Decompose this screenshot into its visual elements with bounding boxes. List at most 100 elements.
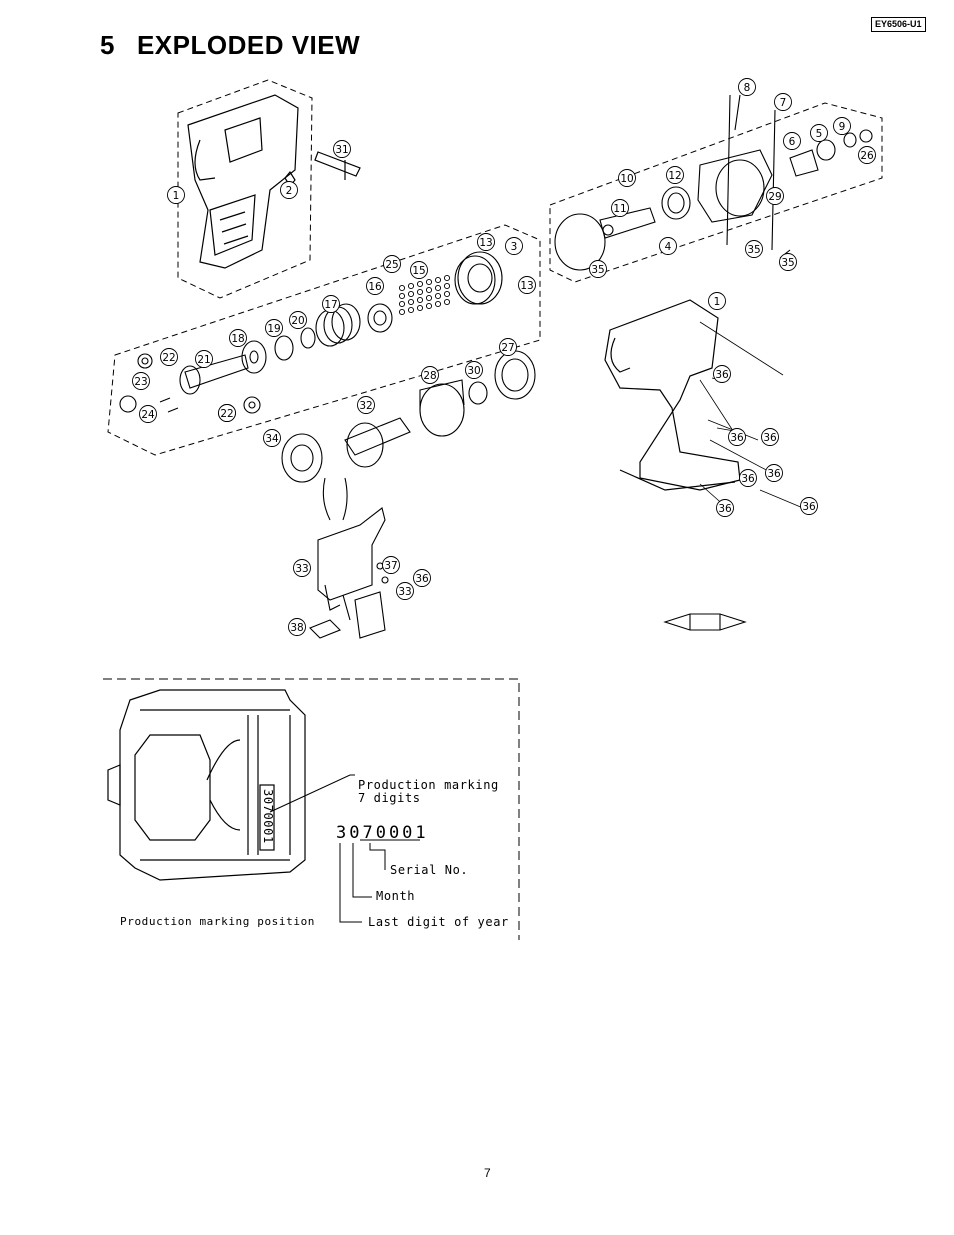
part-callout-number: 32	[359, 400, 372, 412]
part-callout-number: 6	[789, 136, 796, 148]
motor-drawing	[281, 350, 536, 521]
steel-ball	[416, 288, 424, 296]
steel-ball	[407, 306, 415, 314]
part-callout-number: 18	[231, 333, 244, 345]
part-callout-circle	[465, 361, 483, 379]
part-callout-number: 24	[141, 409, 155, 421]
part-callout-number: 5	[816, 128, 823, 140]
hammer-case-drawing	[554, 94, 873, 271]
steel-ball	[416, 296, 424, 304]
part-callout-number: 3	[511, 241, 518, 253]
part-callout-circle	[139, 405, 157, 423]
steel-ball	[434, 276, 442, 284]
part-callout-number: 36	[763, 432, 777, 444]
part-callout-circle	[160, 348, 178, 366]
page-number: 7	[484, 1166, 491, 1180]
part-callout-circle	[499, 338, 517, 356]
part-callout-circle	[708, 292, 726, 310]
part-callout-number: 16	[368, 281, 382, 293]
part-callout-number: 33	[295, 563, 308, 575]
housing-half-drawing	[187, 94, 299, 269]
part-callout-circle	[716, 499, 734, 517]
month-label: Month	[376, 889, 415, 903]
spring-stack-drawing	[241, 251, 503, 374]
steel-ball	[425, 286, 433, 294]
part-callout-circle	[745, 240, 763, 258]
part-callout-circle	[659, 237, 677, 255]
part-callout-circle	[289, 311, 307, 329]
part-callout-circle	[410, 261, 428, 279]
part-callout-circle	[518, 276, 536, 294]
part-callout-circle	[810, 124, 828, 142]
production-inset-frame	[103, 678, 520, 940]
part-callout-number: 33	[398, 586, 411, 598]
serial-number-label: Serial No.	[390, 863, 468, 877]
part-callout-circle	[357, 396, 375, 414]
year-digit-label: Last digit of year	[368, 915, 509, 929]
part-callout-number: 22	[220, 408, 233, 420]
part-callout-number: 30	[467, 365, 480, 377]
part-callout-number: 8	[744, 82, 751, 94]
battery-stamp-text: 3070001	[261, 789, 275, 844]
steel-ball	[443, 282, 451, 290]
switch-assembly-drawing	[309, 507, 397, 639]
part-callout-circle	[505, 237, 523, 255]
part-callout-number: 27	[501, 342, 514, 354]
steel-ball	[443, 290, 451, 298]
part-callout-number: 36	[415, 573, 429, 585]
part-callout-circle	[322, 295, 340, 313]
part-callout-circle	[739, 469, 757, 487]
steel-ball	[425, 302, 433, 310]
part-callout-circle	[229, 329, 247, 347]
part-callout-number: 31	[335, 144, 348, 156]
part-callout-circle	[666, 166, 684, 184]
part-callout-number: 1	[173, 190, 180, 202]
production-code: 3070001	[336, 823, 429, 843]
anvil-group-outline	[549, 102, 883, 283]
part-callout-circle	[589, 260, 607, 278]
part-callout-number: 36	[741, 473, 755, 485]
part-callout-circle	[383, 255, 401, 273]
steel-ball	[407, 298, 415, 306]
steel-ball	[398, 308, 406, 316]
lever-pin-drawing	[284, 151, 361, 188]
part-callout-circle	[421, 366, 439, 384]
steel-ball	[443, 274, 451, 282]
part-callout-number: 28	[423, 370, 436, 382]
steel-ball	[398, 300, 406, 308]
part-callout-number: 35	[781, 257, 794, 269]
part-callout-circle	[382, 556, 400, 574]
ball-bearings-drawing	[398, 274, 451, 316]
housing-group-outline	[177, 79, 313, 299]
part-callout-circle	[800, 497, 818, 515]
steel-ball	[416, 304, 424, 312]
part-callout-number: 35	[747, 244, 760, 256]
part-callout-number: 7	[780, 97, 787, 109]
part-callout-circle	[728, 428, 746, 446]
part-callout-number: 36	[715, 369, 729, 381]
part-callout-number: 15	[412, 265, 425, 277]
part-callout-number: 17	[324, 299, 337, 311]
part-callout-circle	[766, 187, 784, 205]
part-callout-circle	[218, 404, 236, 422]
steel-ball	[443, 298, 451, 306]
part-callout-number: 10	[620, 173, 633, 185]
part-callout-number: 36	[767, 468, 781, 480]
marking-position-label: Production marking position	[120, 915, 315, 928]
part-callout-circle	[833, 117, 851, 135]
gear-group-outline	[107, 224, 541, 456]
steel-ball	[425, 278, 433, 286]
part-callout-number: 21	[197, 354, 210, 366]
part-callout-circle	[366, 277, 384, 295]
part-callout-circle	[783, 132, 801, 150]
part-callout-circle	[132, 372, 150, 390]
part-callout-number: 38	[290, 622, 303, 634]
part-callout-number: 25	[385, 259, 398, 271]
spindle-drawing	[119, 353, 261, 414]
part-callout-number: 4	[665, 241, 672, 253]
part-callout-circle	[611, 199, 629, 217]
outer-housing-drawing	[604, 299, 741, 491]
part-callout-circle	[738, 78, 756, 96]
